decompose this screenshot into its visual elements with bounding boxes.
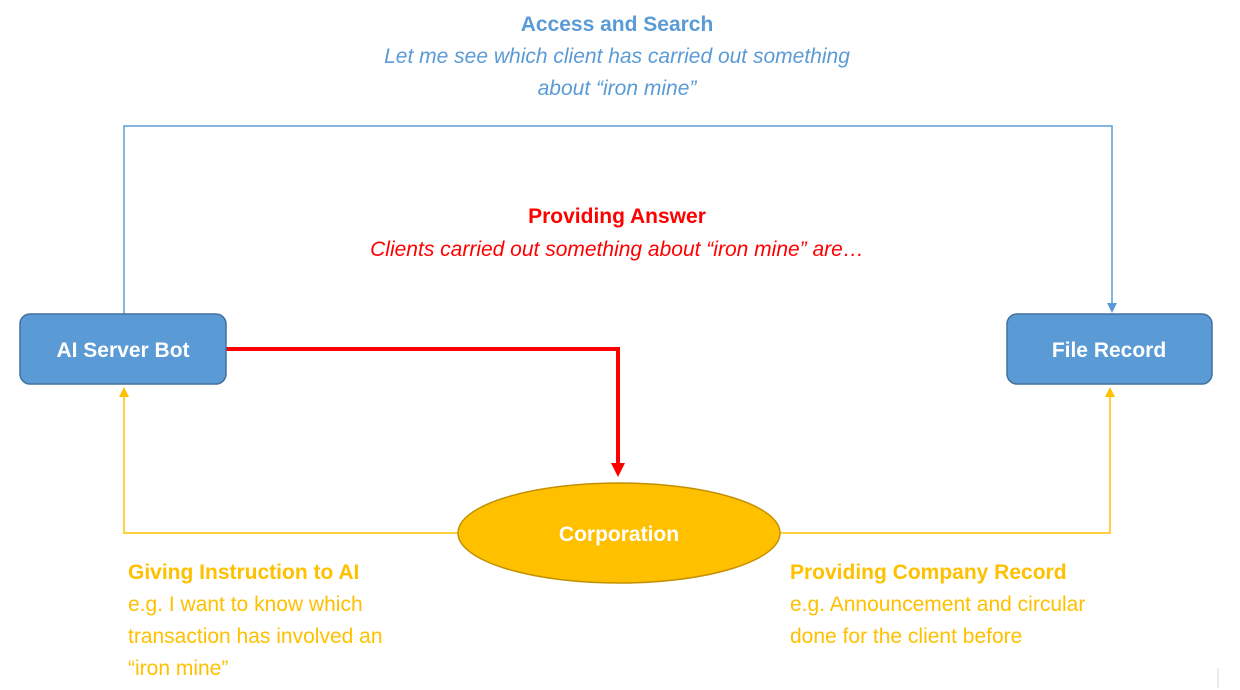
file-record-label: File Record: [1052, 339, 1166, 362]
giving-instruction-title: Giving Instruction to AI: [128, 561, 359, 584]
corporation-label: Corporation: [559, 523, 679, 546]
company-record-title: Providing Company Record: [790, 561, 1067, 584]
corporation-node[interactable]: Corporation: [457, 482, 781, 584]
giving-instruction-line3: “iron mine”: [128, 657, 228, 680]
giving-instruction-label: Giving Instruction to AI e.g. I want to …: [128, 561, 383, 680]
access-search-line1: Let me see which client has carried out …: [384, 45, 850, 68]
giving-instruction-line2: transaction has involved an: [128, 625, 383, 648]
company-record-line1: e.g. Announcement and circular: [790, 593, 1085, 616]
providing-answer-label: Providing Answer Clients carried out som…: [370, 205, 864, 261]
company-record-connector: [780, 387, 1115, 534]
providing-answer-connector: [226, 347, 625, 477]
access-search-line2: about “iron mine”: [538, 77, 698, 100]
providing-answer-title: Providing Answer: [528, 205, 706, 228]
company-record-label: Providing Company Record e.g. Announceme…: [790, 561, 1085, 648]
access-search-connector: [123, 125, 1117, 314]
ai-server-bot-label: AI Server Bot: [56, 339, 189, 362]
ai-server-bot-node[interactable]: AI Server Bot: [19, 313, 227, 385]
giving-instruction-connector: [119, 387, 460, 534]
providing-answer-line1: Clients carried out something about “iro…: [370, 238, 864, 261]
access-search-title: Access and Search: [521, 13, 714, 36]
giving-instruction-line1: e.g. I want to know which: [128, 593, 363, 616]
company-record-line2: done for the client before: [790, 625, 1022, 648]
file-record-node[interactable]: File Record: [1006, 313, 1213, 385]
access-search-label: Access and Search Let me see which clien…: [384, 13, 850, 100]
